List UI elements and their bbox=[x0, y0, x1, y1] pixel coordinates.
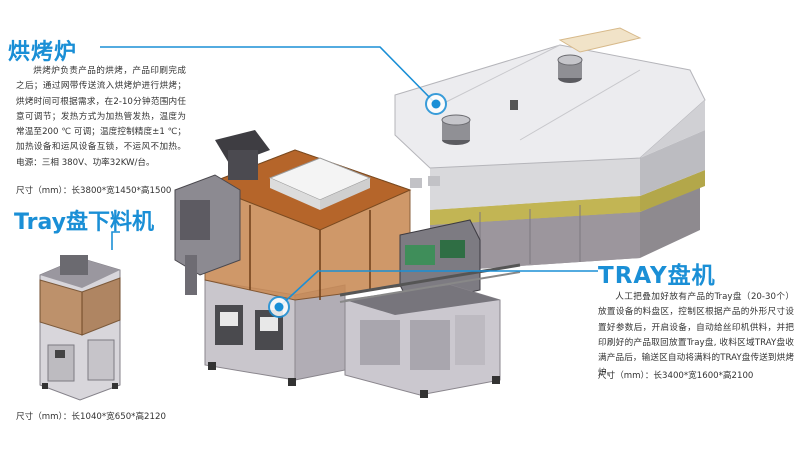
oven-description: 烘烤炉负责产品的烘烤，产品印刷完成之后；通过网带传送流入烘烤炉进行烘烤；烘烤时间… bbox=[16, 66, 186, 168]
unloader-size: 尺寸（mm）：长1040*宽650*高2120 bbox=[16, 412, 166, 422]
tray-machine-size: 尺寸（mm）：长3400*宽1600*高2100 bbox=[598, 371, 754, 381]
tray-machine-title: TRAY盘机 bbox=[598, 263, 716, 289]
tray-unloader-drawing bbox=[39, 255, 121, 401]
callout-lines bbox=[100, 46, 598, 308]
oven-drawing bbox=[394, 27, 706, 272]
tray-machine-drawing bbox=[174, 130, 521, 398]
callout-dot-tray-machine bbox=[268, 296, 290, 318]
unloader-title: Tray盘下料机 bbox=[14, 210, 154, 235]
oven-title: 烘烤炉 bbox=[8, 40, 78, 65]
callout-dot-oven bbox=[425, 93, 447, 115]
tray-machine-description: 人工把叠加好放有产品的Tray盘（20-30个）放置设备的料盘区，控制区根据产品… bbox=[598, 292, 794, 379]
oven-size: 尺寸（mm）：长3800*宽1450*高1500 bbox=[16, 186, 172, 196]
